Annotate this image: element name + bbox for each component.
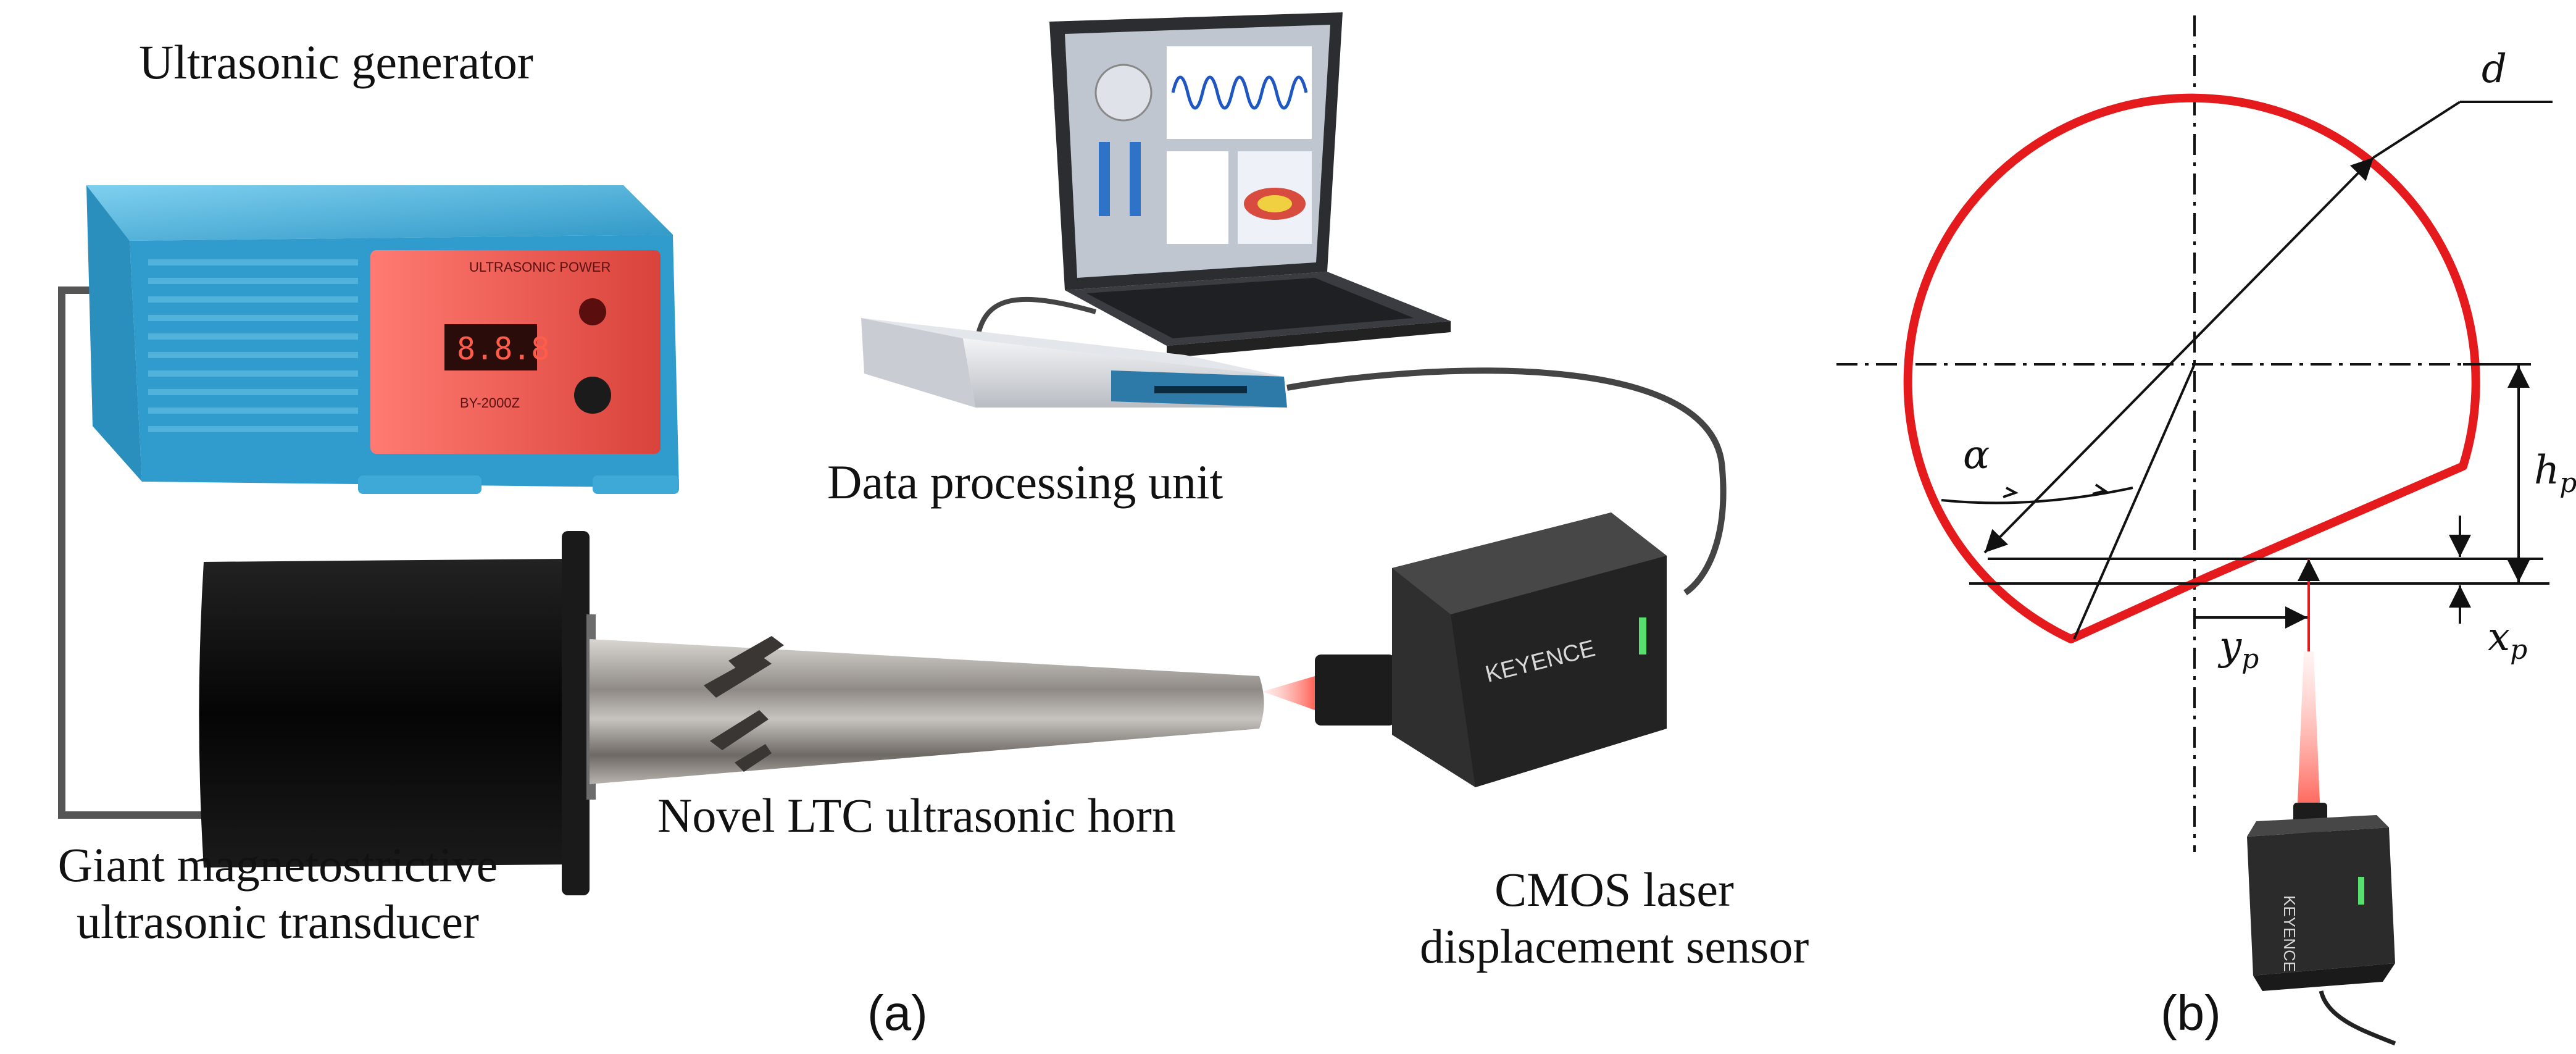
generator-panel-text: ULTRASONIC POWER <box>469 259 611 275</box>
symbol-x-p: xp <box>2488 614 2528 666</box>
data-unit-label: Data processing unit <box>827 455 1223 509</box>
horn-label: Novel LTC ultrasonic horn <box>657 788 1176 842</box>
sensor-cable <box>1286 367 1727 596</box>
center-to-corner-line <box>2073 364 2196 640</box>
panel-a-tag: (a) <box>867 985 928 1040</box>
diameter-leader <box>2372 101 2461 159</box>
laser-sensor-b: KEYENCE <box>2247 803 2396 1046</box>
symbol-d: d <box>2482 46 2507 92</box>
ultrasonic-generator: ULTRASONIC POWER 8.8.8 BY-2000Z <box>86 185 679 494</box>
symbol-h-p: hp <box>2534 448 2576 499</box>
laser-beam-b <box>2298 651 2320 803</box>
symbol-alpha: α <box>1963 432 1990 478</box>
laser-sensor-a: KEYENCE <box>1315 512 1667 787</box>
diameter-line <box>1983 156 2375 554</box>
sensor-label: CMOS laser displacement sensor <box>1420 861 1809 975</box>
generator-cable <box>58 287 204 819</box>
sensor-label-line2: displacement sensor <box>1420 919 1809 974</box>
laptop-cable <box>976 296 1097 334</box>
sensor-label-line1: CMOS laser <box>1494 863 1734 916</box>
generator-display-text: 8.8.8 <box>457 331 550 367</box>
transducer-label: Giant magnetostrictive ultrasonic transd… <box>0 837 556 950</box>
data-processing-box <box>861 318 1287 408</box>
laser-beam-a <box>1262 676 1315 710</box>
generator-label: Ultrasonic generator <box>139 35 533 89</box>
sensor-brand-b: KEYENCE <box>2280 895 2299 972</box>
transducer-label-line1: Giant magnetostrictive <box>57 838 498 892</box>
transducer-label-line2: ultrasonic transducer <box>77 895 479 949</box>
laptop <box>1049 12 1451 358</box>
tool-cross-section-profile <box>1903 93 2480 643</box>
alpha-arc <box>1941 487 2133 504</box>
panel-b-tag: (b) <box>2161 985 2221 1040</box>
generator-model-text: BY-2000Z <box>460 395 520 411</box>
symbol-y-p: yp <box>2219 624 2259 675</box>
ltc-horn <box>590 636 1264 784</box>
